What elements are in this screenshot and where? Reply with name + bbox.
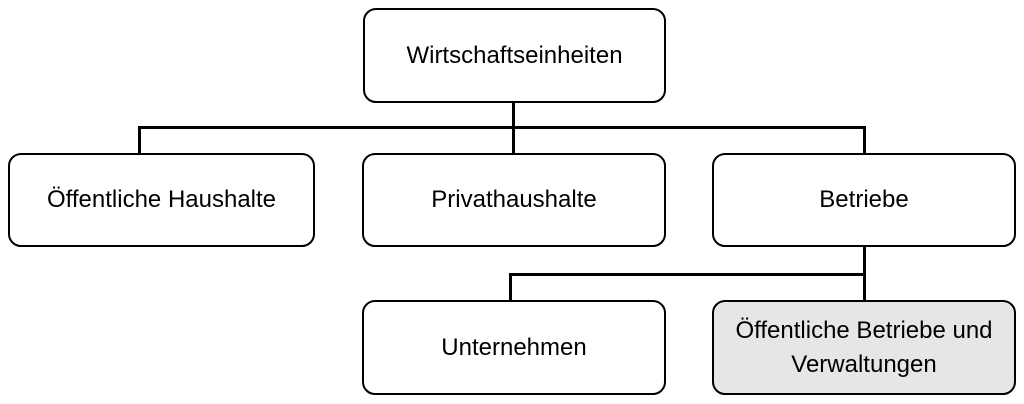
node-label: Wirtschaftseinheiten	[406, 41, 623, 69]
node-privathaushalte: Privathaushalte	[362, 153, 666, 247]
node-label: Privathaushalte	[431, 186, 597, 214]
node-oeffentliche-haushalte: Öffentliche Haushalte	[8, 153, 315, 247]
node-oeffentliche-betriebe-und-verwaltungen: Öffentliche Betriebe und Verwaltungen	[712, 300, 1016, 395]
connector-drop-oeffentliche-haushalte	[138, 126, 141, 153]
node-label: Betriebe	[819, 186, 909, 214]
connector-drop-unternehmen	[509, 273, 512, 300]
connector-bottom-horizontal-bus	[509, 273, 866, 276]
node-wirtschaftseinheiten: Wirtschaftseinheiten	[363, 8, 666, 103]
connector-drop-betriebe	[863, 126, 866, 153]
connector-top-horizontal-bus	[138, 126, 866, 129]
node-label: Öffentliche Betriebe und Verwaltungen	[735, 316, 993, 378]
node-betriebe: Betriebe	[712, 153, 1016, 247]
node-unternehmen: Unternehmen	[362, 300, 666, 395]
node-label: Unternehmen	[441, 333, 587, 361]
node-label: Öffentliche Haushalte	[46, 186, 277, 214]
